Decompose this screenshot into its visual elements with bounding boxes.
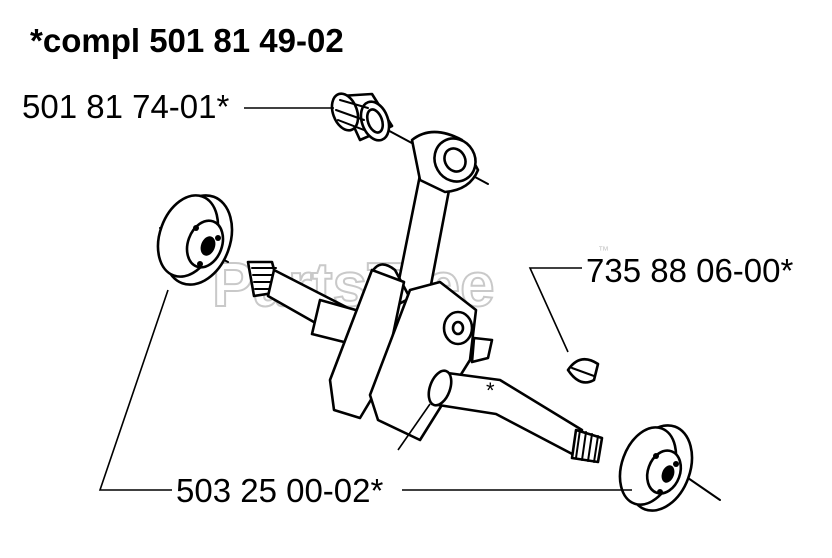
assembly-title: *compl 501 81 49-02 (30, 22, 344, 59)
callout-ball-bearings: 503 25 00-02* (176, 472, 384, 509)
callout-woodruff-key: 735 88 06-00* (586, 252, 794, 289)
watermark-trademark: ™ (598, 245, 609, 257)
assembly-asterisk-mark: * (486, 378, 495, 403)
leader-lines (98, 107, 632, 491)
needle-bearing (330, 92, 394, 142)
callout-needle-bearing: 501 81 74-01* (22, 88, 230, 125)
crank-webs (328, 268, 494, 442)
left-ball-bearing (156, 194, 234, 286)
woodruff-key (566, 357, 600, 384)
right-ball-bearing (618, 424, 694, 512)
crankshaft-right-shaft: * (427, 369, 604, 464)
